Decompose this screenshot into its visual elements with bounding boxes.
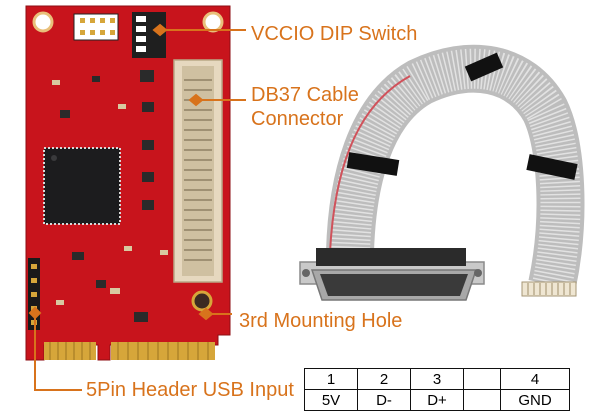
callout-vccio-dip-switch: VCCIO DIP Switch [251,23,418,45]
pin-number-cell: 1 [304,368,358,390]
callout-usb-header: 5Pin Header USB Input [86,379,294,401]
pin-signal-cell: D+ [410,389,464,411]
pin-signal-cell: D- [357,389,411,411]
pin-number-cell: 3 [410,368,464,390]
pin-signal-cell: GND [500,389,570,411]
pin-number-cell: 4 [500,368,570,390]
pin-signal-row: 5V D- D+ GND [304,389,570,411]
callout-db37-connector-line1: DB37 Cable [251,84,359,106]
callout-db37-connector-line2: Connector [251,108,344,130]
pin-number-cell [463,368,501,390]
db37-cable-assembly [299,44,585,301]
pin-signal-cell: 5V [304,389,358,411]
usb-pinout-table: 1 2 3 4 5V D- D+ GND [304,368,570,411]
callout-third-mounting-hole: 3rd Mounting Hole [239,310,403,332]
pin-number-cell: 2 [357,368,411,390]
callout-leaders [28,23,246,391]
pin-signal-cell [463,389,501,411]
pin-number-row: 1 2 3 4 [304,368,570,390]
pcb-board [25,5,231,361]
